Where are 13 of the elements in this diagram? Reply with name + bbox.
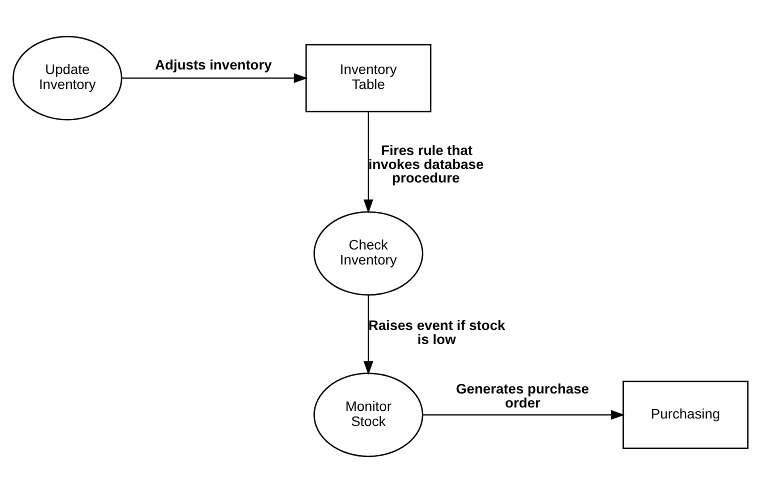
node-ellipse: Update Inventory xyxy=(12,36,122,120)
node-ellipse: Check Inventory xyxy=(314,211,424,296)
node-box: Purchasing xyxy=(622,380,748,449)
edge-label: Generates purchase order xyxy=(456,380,590,410)
node-box: Inventory Table xyxy=(305,44,432,112)
edge-label: Raises event if stock is low xyxy=(368,317,506,348)
arrow xyxy=(422,410,625,420)
edge-label: Adjusts inventory xyxy=(155,56,272,73)
arrow xyxy=(122,73,308,83)
node-ellipse: Monitor Stock xyxy=(314,372,424,458)
arrow xyxy=(364,295,374,375)
arrow xyxy=(364,112,374,214)
edge-label: Fires rule that invokes database procedure xyxy=(368,142,484,186)
